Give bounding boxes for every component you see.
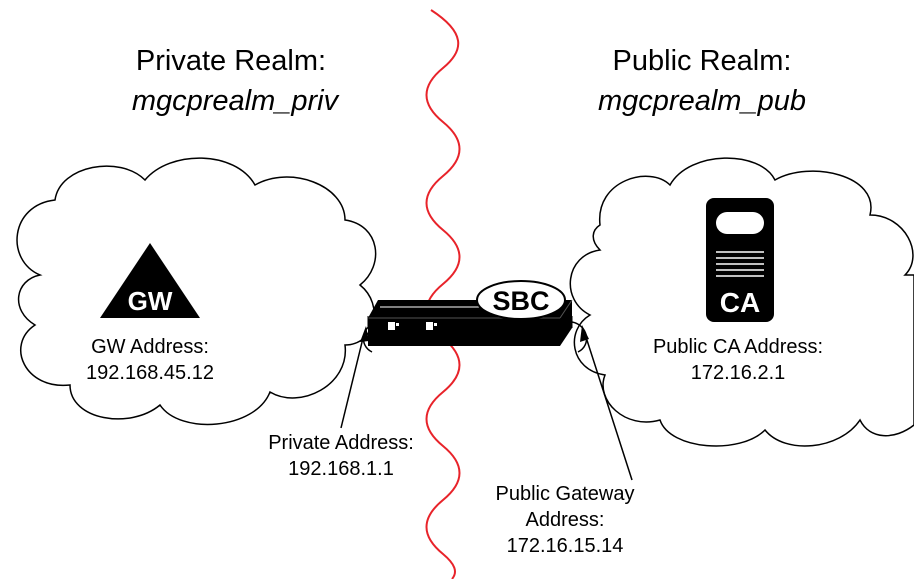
public-realm-name: mgcprealm_pub <box>598 85 806 117</box>
call-agent-server-icon: CA <box>706 198 774 322</box>
sbc-label: SBC <box>492 286 549 316</box>
call-agent-address-label: Public CA Address: <box>653 336 823 358</box>
sbc-device-icon: SBC <box>367 280 573 346</box>
private-realm-title: Private Realm: <box>136 45 326 77</box>
private-realm-name: mgcprealm_priv <box>132 85 340 117</box>
public-realm-title: Public Realm: <box>613 45 792 77</box>
call-agent-badge: CA <box>720 287 760 318</box>
gateway-badge: GW <box>128 286 173 316</box>
gateway-address-label: GW Address: <box>91 336 209 358</box>
public-gateway-arrow <box>580 325 633 481</box>
public-gateway-address-value: 172.16.15.14 <box>507 535 624 557</box>
call-agent-address-value: 172.16.2.1 <box>691 362 786 384</box>
private-address-label: Private Address: <box>268 432 414 454</box>
gateway-icon: GW <box>100 243 200 318</box>
public-gateway-label-line1: Public Gateway <box>496 483 635 505</box>
realm-boundary-line <box>425 9 461 579</box>
private-address-arrow <box>340 326 369 429</box>
gateway-address-value: 192.168.45.12 <box>86 362 214 384</box>
public-gateway-label-line2: Address: <box>526 509 605 531</box>
private-address-value: 192.168.1.1 <box>288 458 394 480</box>
private-realm-cloud <box>16 157 377 426</box>
